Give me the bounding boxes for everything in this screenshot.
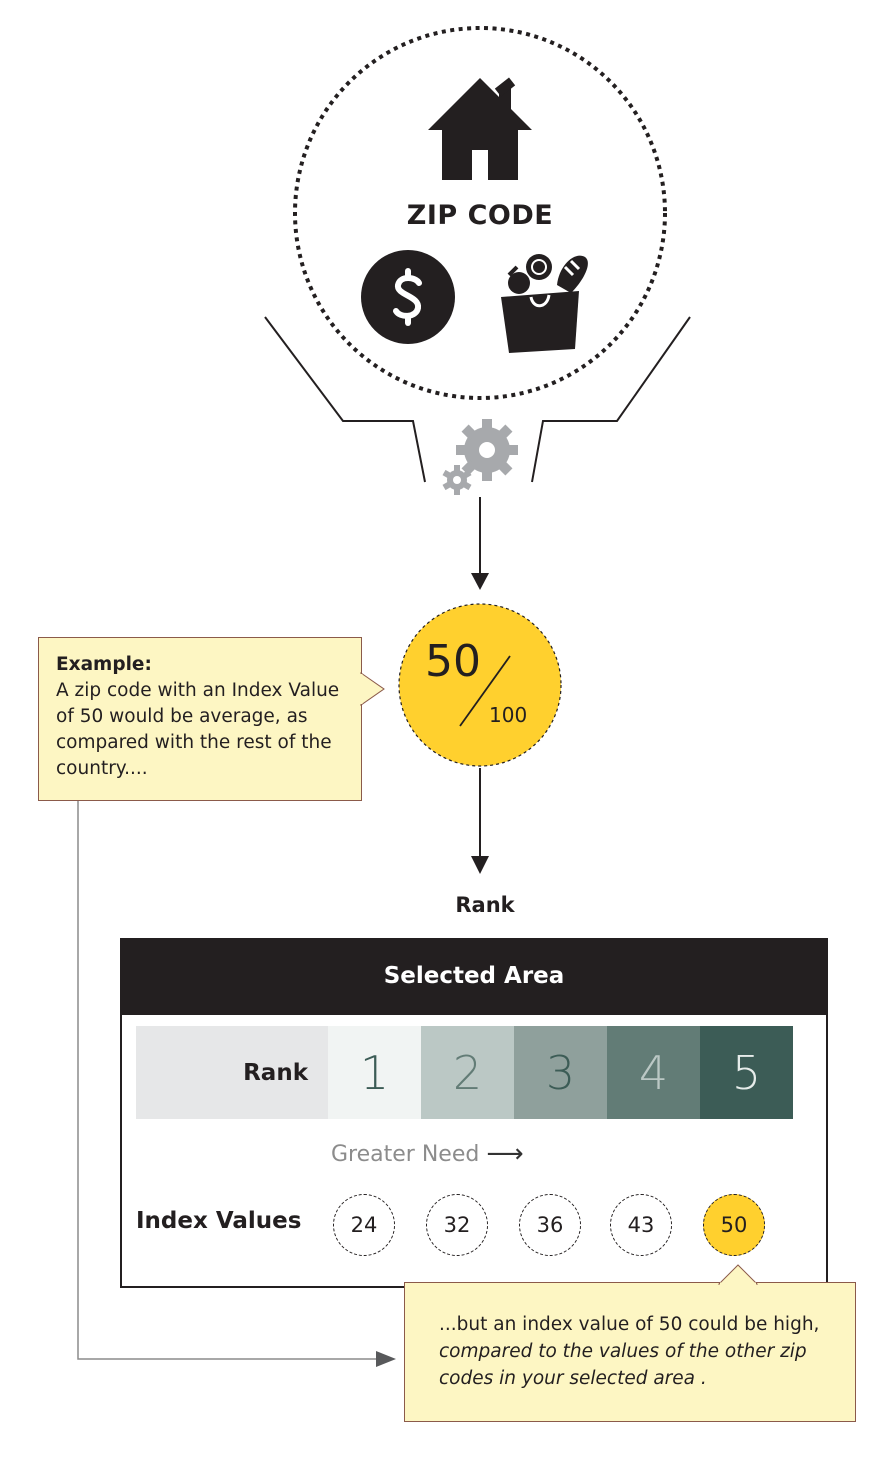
- score-value: 50: [425, 636, 481, 687]
- score-slash: [459, 655, 511, 727]
- arrow-right-icon: [376, 1351, 396, 1367]
- example-note-line: compared with the rest of the: [56, 732, 332, 753]
- greater-need-text: Greater Need: [331, 1142, 480, 1167]
- result-note-line-3: codes in your selected area .: [439, 1368, 707, 1389]
- zip-code-circle: [293, 26, 667, 400]
- example-note-line: country....: [56, 758, 148, 779]
- rank-cell: 3: [514, 1026, 607, 1119]
- connector-line: [77, 801, 380, 1360]
- rank-cell: 1: [328, 1026, 421, 1119]
- funnel-left: [264, 316, 426, 483]
- index-values-label: Index Values: [136, 1208, 302, 1234]
- rank-cell: 2: [421, 1026, 514, 1119]
- index-value-circle: 50: [703, 1194, 765, 1256]
- result-note-line: compared to the values of the other zip: [439, 1341, 807, 1362]
- arrow-right-icon: ⟶: [486, 1139, 524, 1169]
- rank-scale: Rank 1 2 3 4 5: [136, 1026, 793, 1119]
- rank-cell: 4: [607, 1026, 700, 1119]
- funnel-right: [531, 316, 691, 483]
- index-value-circle: 43: [610, 1194, 672, 1256]
- index-value-circle: 32: [426, 1194, 488, 1256]
- result-note-line: codes in your selected area .: [439, 1365, 837, 1392]
- dollar-icon: [361, 250, 455, 344]
- rank-label: Rank: [136, 1026, 328, 1119]
- greater-need-label: Greater Need ⟶: [331, 1138, 524, 1169]
- example-note-line: A zip code with an Index Value: [56, 680, 340, 701]
- example-note-line: of 50 would be average, as: [56, 706, 308, 727]
- rank-heading: Rank: [455, 893, 515, 917]
- result-note-line: ...but an index value of 50 could be hig…: [439, 1314, 820, 1335]
- score-denominator: 100: [489, 703, 528, 727]
- small-gear-icon: [442, 465, 472, 495]
- rank-cell: 5: [700, 1026, 793, 1119]
- example-note-pointer: [359, 672, 385, 706]
- index-value-circle: 36: [519, 1194, 581, 1256]
- house-icon: [428, 77, 532, 180]
- example-note: Example: A zip code with an Index Value …: [38, 637, 362, 801]
- grocery-bag-icon: [501, 254, 588, 353]
- zip-code-label: ZIP CODE: [406, 200, 554, 231]
- result-note: ...but an index value of 50 could be hig…: [404, 1282, 856, 1422]
- example-note-title: Example:: [56, 654, 152, 675]
- arrow-down-icon: [471, 856, 489, 874]
- result-note-pointer: [717, 1264, 759, 1286]
- arrow-down-icon: [471, 573, 489, 590]
- big-gear-icon: [456, 419, 518, 481]
- selected-area-panel: Selected Area Rank 1 2 3 4 5 Greater Nee…: [120, 938, 828, 1288]
- panel-title: Selected Area: [122, 940, 826, 1015]
- index-value-circle: 24: [333, 1194, 395, 1256]
- score-circle: [398, 603, 562, 767]
